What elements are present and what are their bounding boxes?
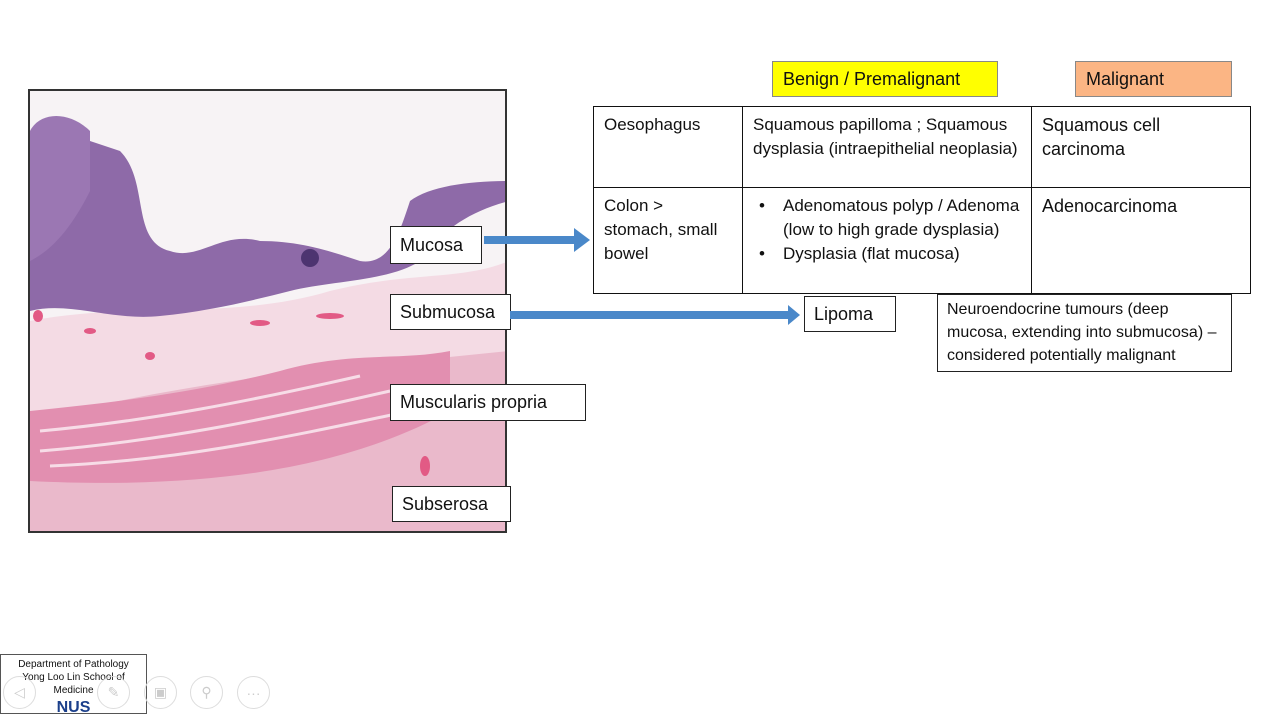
cell-site: Oesophagus bbox=[593, 106, 743, 188]
school-name: Yong Loo Lin School of Medicine bbox=[22, 672, 125, 696]
cell-malignant: Squamous cell carcinoma bbox=[1031, 106, 1251, 188]
nus-logo: NUS bbox=[56, 699, 91, 716]
label-submucosa: Submucosa bbox=[390, 294, 511, 330]
arrow-mucosa bbox=[484, 228, 590, 252]
header-benign: Benign / Premalignant bbox=[772, 61, 998, 97]
histology-image bbox=[28, 89, 507, 533]
cell-malignant: Adenocarcinoma bbox=[1031, 187, 1251, 294]
cell-benign: Adenomatous polyp / Adenoma (low to high… bbox=[742, 187, 1032, 294]
arrows bbox=[484, 228, 800, 325]
label-subserosa: Subserosa bbox=[392, 486, 511, 522]
label-muscularis-propria: Muscularis propria bbox=[390, 384, 586, 421]
pen-icon[interactable]: ✎ bbox=[97, 676, 130, 709]
previous-icon[interactable]: ◁ bbox=[3, 676, 36, 709]
list-item: Adenomatous polyp / Adenoma (low to high… bbox=[753, 194, 1021, 242]
list-item: Dysplasia (flat mucosa) bbox=[753, 242, 1021, 266]
arrow-submucosa bbox=[510, 305, 800, 325]
slides-icon[interactable]: ▣ bbox=[144, 676, 177, 709]
label-lipoma: Lipoma bbox=[804, 296, 896, 332]
header-malignant: Malignant bbox=[1075, 61, 1232, 97]
department-name: Department of Pathology bbox=[18, 659, 129, 670]
classification-table: Oesophagus Squamous papilloma ; Squamous… bbox=[593, 106, 1251, 294]
cell-site: Colon > stomach, small bowel bbox=[593, 187, 743, 294]
table-row: Oesophagus Squamous papilloma ; Squamous… bbox=[593, 106, 1251, 188]
more-icon[interactable]: ··· bbox=[237, 676, 270, 709]
cell-benign: Squamous papilloma ; Squamous dysplasia … bbox=[742, 106, 1032, 188]
label-mucosa: Mucosa bbox=[390, 226, 482, 264]
table-row: Colon > stomach, small bowel Adenomatous… bbox=[593, 187, 1251, 294]
zoom-icon[interactable]: ⚲ bbox=[190, 676, 223, 709]
neuroendocrine-note: Neuroendocrine tumours (deep mucosa, ext… bbox=[937, 294, 1232, 372]
